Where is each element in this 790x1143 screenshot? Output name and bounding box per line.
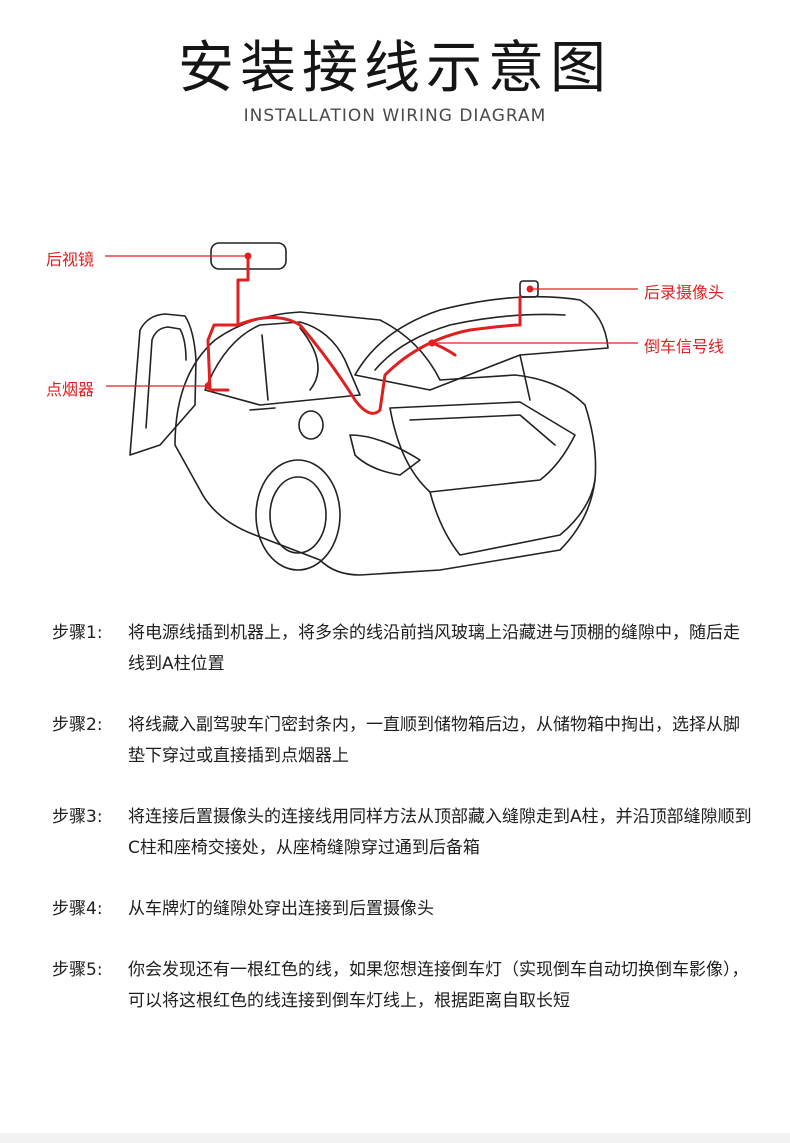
page-subtitle: INSTALLATION WIRING DIAGRAM <box>0 106 790 126</box>
step-text: 将连接后置摄像头的连接线用同样方法从顶部藏入缝隙走到A柱，并沿顶部缝隙顺到C柱和… <box>128 802 752 864</box>
step-item: 步骤4: 从车牌灯的缝隙处穿出连接到后置摄像头 <box>52 894 752 925</box>
installation-steps: 步骤1: 将电源线插到机器上，将多余的线沿前挡风玻璃上沿藏进与顶棚的缝隙中，随后… <box>52 618 752 1017</box>
label-rearview-mirror: 后视镜 <box>46 246 94 270</box>
open-door <box>130 314 196 455</box>
step-number: 步骤1: <box>52 618 128 680</box>
wiring-diagram: 后视镜 点烟器 后录摄像头 倒车信号线 <box>0 230 790 600</box>
footer-divider <box>0 1133 790 1143</box>
wire-path <box>208 258 520 413</box>
step-number: 步骤5: <box>52 955 128 1017</box>
step-text: 你会发现还有一根红色的线，如果您想连接倒车灯（实现倒车自动切换倒车影像），可以将… <box>128 955 752 1017</box>
step-item: 步骤3: 将连接后置摄像头的连接线用同样方法从顶部藏入缝隙走到A柱，并沿顶部缝隙… <box>52 802 752 864</box>
step-number: 步骤3: <box>52 802 128 864</box>
step-text: 从车牌灯的缝隙处穿出连接到后置摄像头 <box>128 894 752 925</box>
step-item: 步骤5: 你会发现还有一根红色的线，如果您想连接倒车灯（实现倒车自动切换倒车影像… <box>52 955 752 1017</box>
step-text: 将电源线插到机器上，将多余的线沿前挡风玻璃上沿藏进与顶棚的缝隙中，随后走线到A柱… <box>128 618 752 680</box>
label-reverse-signal-wire: 倒车信号线 <box>644 333 724 357</box>
step-item: 步骤1: 将电源线插到机器上，将多余的线沿前挡风玻璃上沿藏进与顶棚的缝隙中，随后… <box>52 618 752 680</box>
step-number: 步骤4: <box>52 894 128 925</box>
car-body <box>175 312 596 575</box>
label-rear-camera: 后录摄像头 <box>644 279 724 303</box>
page-title: 安装接线示意图 <box>0 34 790 104</box>
step-text: 将线藏入副驾驶车门密封条内，一直顺到储物箱后边，从储物箱中掏出，选择从脚垫下穿过… <box>128 710 752 772</box>
step-item: 步骤2: 将线藏入副驾驶车门密封条内，一直顺到储物箱后边，从储物箱中掏出，选择从… <box>52 710 752 772</box>
label-cigarette-lighter: 点烟器 <box>46 376 94 400</box>
step-number: 步骤2: <box>52 710 128 772</box>
